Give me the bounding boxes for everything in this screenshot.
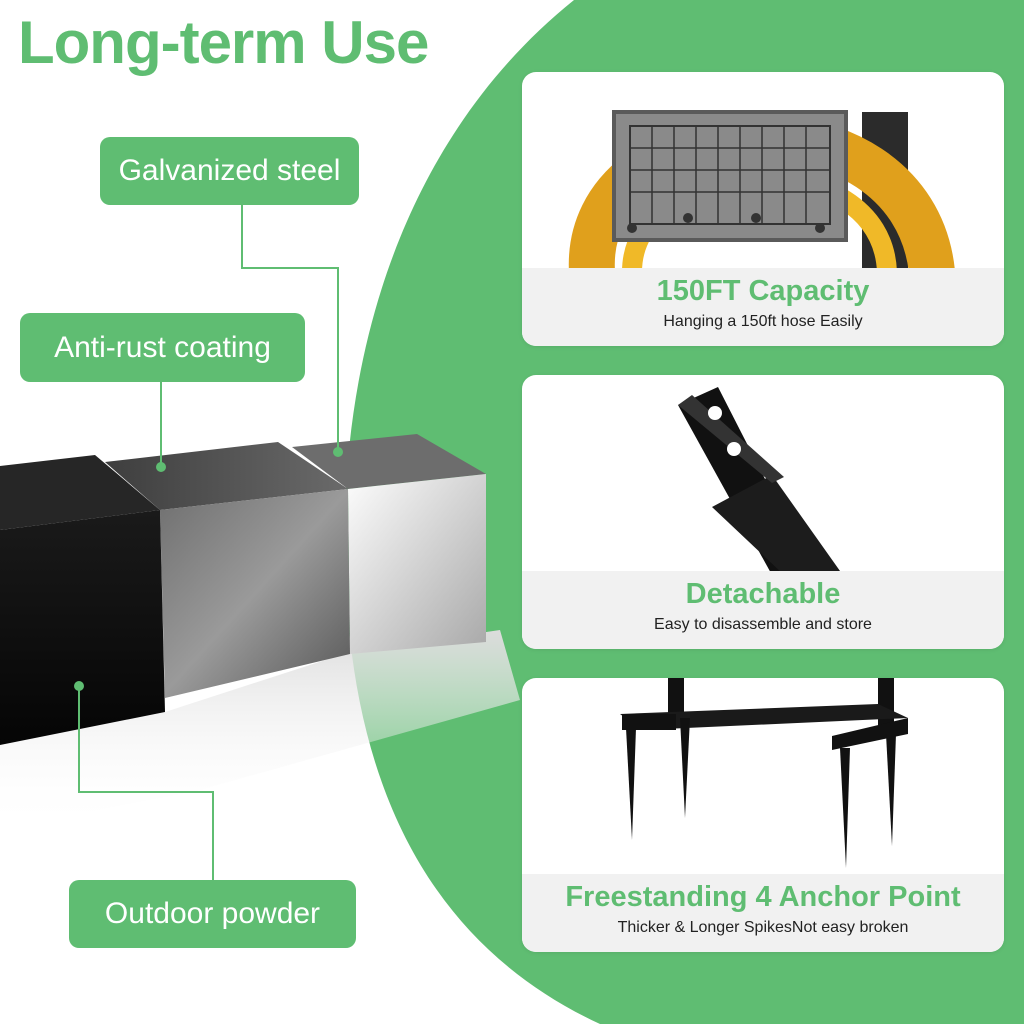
- feature-title-anchor: Freestanding 4 Anchor Point: [565, 881, 961, 913]
- feature-subtitle-capacity: Hanging a 150ft hose Easily: [663, 313, 863, 330]
- label-galvanized-steel: Galvanized steel: [100, 137, 359, 205]
- detachable-post-image: [678, 387, 840, 575]
- hose-reel-basket-image: [568, 110, 955, 272]
- label-anti-rust-coating: Anti-rust coating: [20, 313, 305, 382]
- feature-card-anchor: Freestanding 4 Anchor Point Thicker & Lo…: [522, 678, 1004, 952]
- feature-card-capacity: 150FT Capacity Hanging a 150ft hose Easi…: [522, 72, 1004, 346]
- feature-title-capacity: 150FT Capacity: [656, 275, 870, 307]
- feature-band-detachable: Detachable Easy to disassemble and store: [522, 571, 1004, 649]
- feature-title-detachable: Detachable: [685, 578, 841, 610]
- feature-band-capacity: 150FT Capacity Hanging a 150ft hose Easi…: [522, 268, 1004, 346]
- steel-layers-image: [0, 205, 520, 880]
- anchor-spike-base-image: [620, 678, 908, 868]
- page-title: Long-term Use: [18, 9, 429, 76]
- feature-card-detachable: Detachable Easy to disassemble and store: [522, 375, 1004, 649]
- feature-band-anchor: Freestanding 4 Anchor Point Thicker & Lo…: [522, 874, 1004, 952]
- feature-subtitle-anchor: Thicker & Longer SpikesNot easy broken: [617, 919, 909, 936]
- label-outdoor-powder: Outdoor powder: [69, 880, 356, 948]
- feature-subtitle-detachable: Easy to disassemble and store: [654, 616, 872, 633]
